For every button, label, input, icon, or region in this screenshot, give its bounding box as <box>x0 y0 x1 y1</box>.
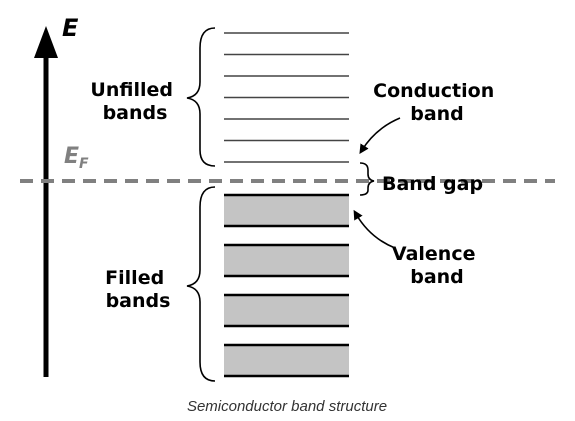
filled-band <box>224 345 349 376</box>
filled-band <box>224 295 349 326</box>
conduction-band-label: Conduction band <box>373 80 501 125</box>
unfilled-bands-label: Unfilled bands <box>90 79 179 124</box>
conduction-band-lines <box>224 32 349 163</box>
band-gap-brace <box>359 162 375 196</box>
band-gap-label: Band gap <box>382 173 483 195</box>
unfilled-bands-brace <box>186 27 216 167</box>
filled-bands-group <box>224 193 349 378</box>
filled-bands-brace <box>186 186 216 382</box>
filled-band <box>224 245 349 276</box>
diagram-caption: Semiconductor band structure <box>187 398 387 415</box>
fermi-level-symbol: E <box>64 144 79 169</box>
filled-bands-label: Filled bands <box>105 267 171 312</box>
energy-axis-arrowhead <box>34 26 58 58</box>
valence-band-pointer <box>353 209 396 249</box>
valence-band-label: Valence band <box>392 243 482 288</box>
energy-axis-label: E <box>62 14 79 42</box>
conduction-band-pointer <box>359 117 401 155</box>
fermi-level-label: EF <box>64 144 89 172</box>
filled-band <box>224 195 349 226</box>
fermi-level-subscript: F <box>79 156 89 172</box>
